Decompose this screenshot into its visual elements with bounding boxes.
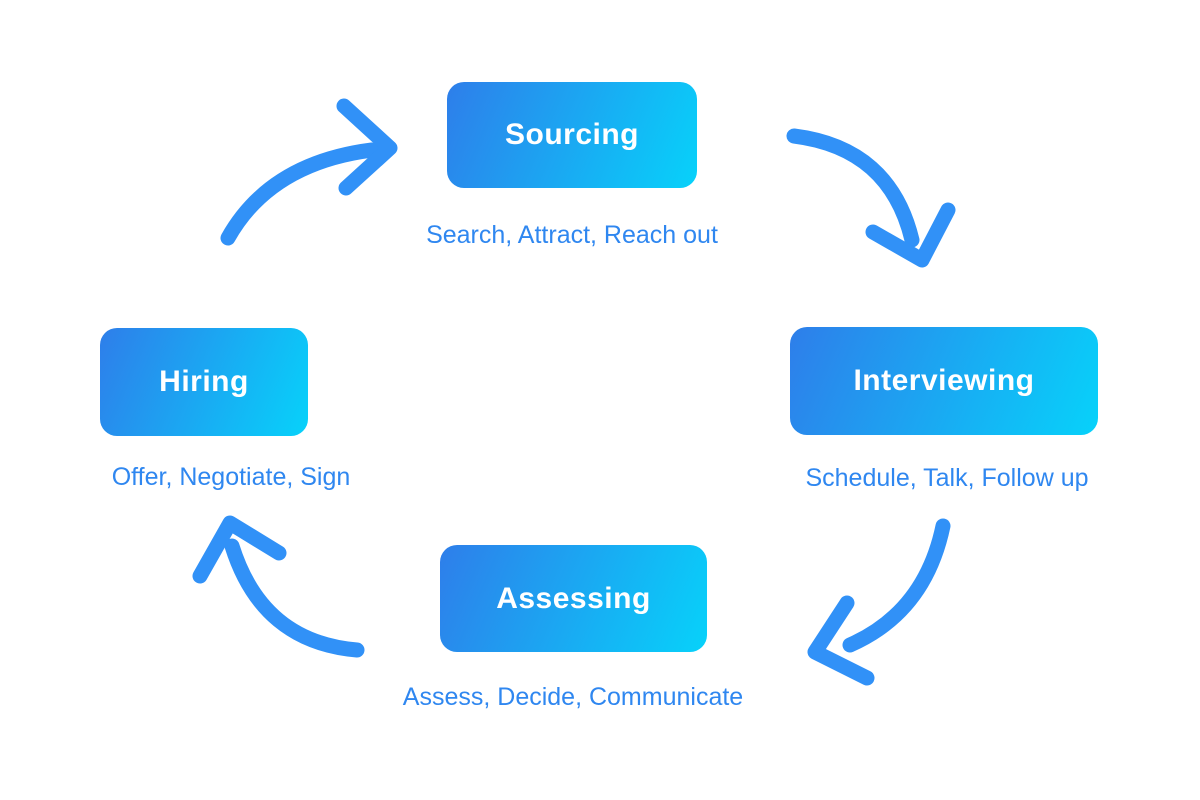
stage-subtitle-hiring: Offer, Negotiate, Sign bbox=[111, 463, 351, 491]
stage-box-hiring: Hiring bbox=[100, 328, 308, 436]
stage-label-assessing: Assessing bbox=[496, 581, 651, 615]
stage-label-sourcing: Sourcing bbox=[504, 118, 639, 151]
arrow-assessing-to-hiring-icon bbox=[192, 515, 365, 658]
arrow-hiring-to-sourcing-icon bbox=[220, 98, 398, 246]
stage-subtitle-sourcing: Search, Attract, Reach out bbox=[426, 221, 718, 249]
stage-subtitle-assessing: Assess, Decide, Communicate bbox=[402, 683, 744, 711]
stage-subtitle-interviewing: Schedule, Talk, Follow up bbox=[805, 464, 1089, 492]
stage-box-assessing: Assessing bbox=[440, 545, 707, 652]
stage-label-interviewing: Interviewing bbox=[853, 364, 1035, 397]
arrow-sourcing-to-interviewing-icon bbox=[786, 128, 956, 268]
stage-label-hiring: Hiring bbox=[159, 365, 249, 398]
stage-box-interviewing: Interviewing bbox=[790, 327, 1098, 435]
stage-box-sourcing: Sourcing bbox=[447, 82, 697, 188]
arrow-interviewing-to-assessing-icon bbox=[807, 518, 951, 686]
